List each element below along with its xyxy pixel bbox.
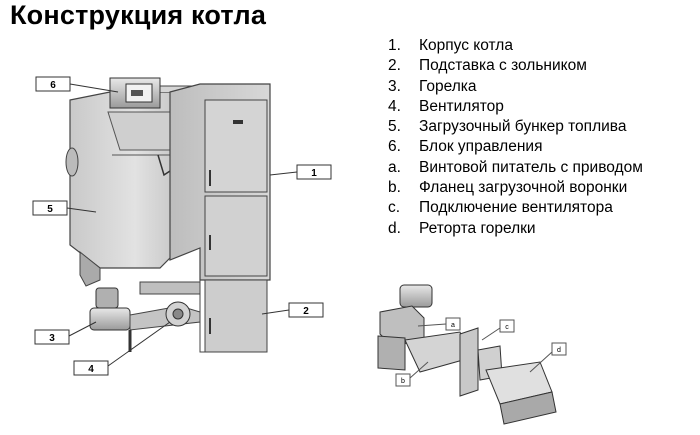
callout-c: c xyxy=(481,319,515,341)
callout-d: d xyxy=(529,342,567,373)
legend-text: Блок управления xyxy=(419,138,543,156)
callout-b: b xyxy=(395,361,429,387)
legend-marker: a. xyxy=(388,158,401,176)
callout-2: 2 xyxy=(261,302,324,318)
callout-6-label: 6 xyxy=(50,80,56,91)
callout-2-label: 2 xyxy=(303,306,309,317)
legend-marker: 2. xyxy=(388,57,401,75)
legend-item: 1. Корпус котла xyxy=(388,36,688,56)
legend-marker: 3. xyxy=(388,77,401,95)
legend-marker: c. xyxy=(388,199,401,217)
callout-6: 6 xyxy=(35,76,119,93)
legend-item: 4. Вентилятор xyxy=(388,97,688,117)
page-title: Конструкция котла xyxy=(10,0,267,30)
callout-1-label: 1 xyxy=(311,168,317,179)
component-legend: 1. Корпус котла 2. Подставка с зольником 3… xyxy=(388,36,688,239)
legend-item: b. Фланец загрузочной воронки xyxy=(388,178,688,198)
legend-marker: 6. xyxy=(388,138,401,156)
control-unit xyxy=(109,77,161,109)
legend-text: Фланец загрузочной воронки xyxy=(419,179,628,197)
legend-item: c. Подключение вентилятора xyxy=(388,198,688,218)
legend-marker: 5. xyxy=(388,118,401,136)
legend-text: Винтовой питатель с приводом xyxy=(419,158,643,176)
callout-a-label: a xyxy=(451,322,455,329)
legend-item: 2. Подставка с зольником xyxy=(388,56,688,76)
callout-a: a xyxy=(417,317,461,331)
callout-4-label: 4 xyxy=(88,364,94,375)
legend-text: Корпус котла xyxy=(419,37,513,54)
legend-item: d. Реторта горелки xyxy=(388,219,688,239)
legend-text: Вентилятор xyxy=(419,97,504,115)
legend-text: Реторта горелки xyxy=(419,219,536,237)
ash-stand xyxy=(204,279,268,353)
legend-text: Подставка с зольником xyxy=(419,57,587,75)
callout-b-label: b xyxy=(401,378,405,385)
burner-assembly xyxy=(89,281,201,352)
callout-c-label: c xyxy=(505,324,509,331)
callout-d-label: d xyxy=(557,347,561,354)
legend-marker: 4. xyxy=(388,97,401,115)
legend-text: Подключение вентилятора xyxy=(419,199,613,217)
legend-item: 5. Загрузочный бункер топлива xyxy=(388,117,688,137)
callout-1: 1 xyxy=(269,164,332,180)
callout-4: 4 xyxy=(73,321,171,376)
callout-3-label: 3 xyxy=(49,333,55,344)
legend-item: a. Винтовой питатель с приводом xyxy=(388,158,688,178)
legend-marker: 1. xyxy=(388,37,401,54)
legend-text: Загрузочный бункер топлива xyxy=(419,118,627,136)
burner-detail-drawing xyxy=(377,284,557,425)
legend-item: 6. Блок управления xyxy=(388,137,688,157)
legend-text: Горелка xyxy=(419,77,477,95)
callout-5-label: 5 xyxy=(47,204,53,215)
legend-marker: b. xyxy=(388,179,401,197)
legend-item: 3. Горелка xyxy=(388,77,688,97)
legend-marker: d. xyxy=(388,219,401,237)
boiler-body xyxy=(169,83,271,353)
callout-5: 5 xyxy=(32,200,97,216)
callout-3: 3 xyxy=(34,321,97,345)
